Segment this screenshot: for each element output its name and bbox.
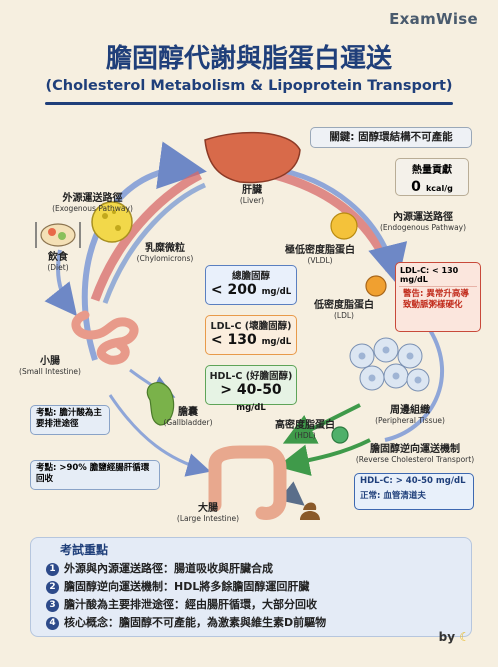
reverse-en: (Reverse Cholesterol Transport) [355, 454, 475, 464]
ldl-warning-text: 警告: 異常升高導致動脈粥樣硬化 [399, 286, 477, 313]
ldl-box-label: LDL-C (壞膽固醇) [210, 321, 292, 332]
ldl-warning-limit: LDL-C: < 130 mg/dL [400, 266, 459, 284]
summary-panel [30, 537, 472, 637]
endogenous-en: (Endogenous Pathway) [379, 222, 467, 232]
hdl-label: 高密度脂蛋白(HDL) [268, 420, 342, 440]
chylomicrons-label: 乳糜微粒(Chylomicrons) [130, 243, 200, 263]
point-number: 4 [46, 617, 59, 630]
chylomicrons-en: (Chylomicrons) [136, 253, 194, 263]
ldl-box: LDL-C (壞膽固醇) < 130 mg/dL [205, 315, 297, 355]
ldl-value: < 130 [210, 332, 257, 348]
large-intestine-zh: 大腸 [198, 503, 218, 514]
exogenous-en: (Exogenous Pathway) [52, 203, 133, 213]
large-intestine-shape [208, 445, 287, 520]
large-intestine-en: (Large Intestine) [176, 513, 240, 523]
summary-title: 考試重點 [60, 543, 109, 557]
summary-point: 4 核心概念：膽固醇不可產能，為激素與維生素D前驅物 [46, 614, 326, 630]
diet-zh: 飲食 [48, 252, 68, 263]
banana-icon: ☾ [459, 630, 470, 644]
ldl-particle [365, 275, 387, 297]
point-number: 2 [46, 581, 59, 594]
summary-point: 3 膽汁酸為主要排泄途徑：經由腸肝循環，大部分回收 [46, 596, 317, 612]
peripheral-en: (Peripheral Tissue) [375, 415, 445, 425]
ldl-label: 低密度脂蛋白(LDL) [304, 300, 384, 320]
exam-note-enterohepatic: 考點: >90% 膽鹽經腸肝循環回收 [30, 460, 160, 490]
hdl-en: (HDL) [294, 430, 316, 440]
reverse-label: 膽固醇逆向運送機制(Reverse Cholesterol Transport) [350, 444, 480, 464]
total-unit: mg/dL [261, 287, 292, 297]
title-underline [45, 102, 453, 105]
diet-plate [40, 223, 76, 247]
hdl-normal-limit: HDL-C: > 40-50 mg/dL [360, 476, 466, 486]
hdl-arrow-1 [282, 403, 361, 444]
feces-icon [300, 502, 320, 520]
exogenous-label: 外源運送路徑(Exogenous Pathway) [40, 193, 145, 213]
peripheral-zh: 周邊組織 [390, 405, 430, 416]
gallbladder-zh: 膽囊 [178, 407, 198, 418]
diet-en: (Diet) [47, 262, 69, 272]
ldl-unit: mg/dL [261, 337, 292, 347]
large-intestine-label: 大腸(Large Intestine) [172, 503, 244, 523]
summary-point: 2 膽固醇逆向運送機制：HDL將多餘膽固醇運回肝臟 [46, 578, 309, 594]
vldl-label: 極低密度脂蛋白(VLDL) [278, 245, 362, 265]
point-text: 膽汁酸為主要排泄途徑：經由腸肝循環，大部分回收 [64, 598, 317, 611]
small-intestine-label: 小腸(Small Intestine) [10, 356, 90, 376]
hdl-box: HDL-C (好膽固醇) > 40-50 mg/dL [205, 365, 297, 413]
ldl-zh: 低密度脂蛋白 [314, 300, 374, 311]
hdl-box-label: HDL-C (好膽固醇) [209, 371, 293, 382]
vldl-particle [330, 212, 358, 240]
vldl-en: (VLDL) [307, 255, 333, 265]
energy-value: 0 [411, 179, 421, 195]
point-number: 3 [46, 599, 59, 612]
total-value: < 200 [210, 282, 257, 298]
hdl-arrow-2 [277, 438, 371, 476]
exogenous-zh: 外源運送路徑 [62, 193, 123, 204]
brand-logo: ExamWise [389, 10, 478, 28]
gallbladder-shape [146, 382, 175, 426]
gallbladder-label: 膽囊(Gallbladder) [158, 407, 218, 427]
hdl-unit: mg/dL [236, 403, 266, 413]
hdl-particle [331, 426, 349, 444]
liver-en: (Liver) [239, 195, 265, 205]
ldl-en: (LDL) [334, 310, 354, 320]
exam-note-bile: 考點: 膽汁酸為主要排泄途徑 [30, 405, 110, 435]
point-text: 外源與內源運送路徑：腸道吸收與肝臟合成 [64, 562, 273, 575]
key-note: 關鍵: 固醇環結構不可產能 [310, 127, 472, 148]
small-intestine-shape [71, 310, 139, 365]
point-text: 核心概念：膽固醇不可產能，為激素與維生素D前驅物 [64, 616, 327, 629]
hdl-zh: 高密度脂蛋白 [275, 420, 335, 431]
page-title: 膽固醇代謝與脂蛋白運送 [105, 44, 392, 74]
reverse-zh: 膽固醇逆向運送機制 [370, 444, 460, 455]
hdl-value: > 40-50 [220, 382, 282, 398]
chylomicrons-zh: 乳糜微粒 [145, 243, 185, 254]
vldl-zh: 極低密度脂蛋白 [285, 245, 355, 256]
ldl-warning-box: LDL-C: < 130 mg/dL 警告: 異常升高導致動脈粥樣硬化 [395, 262, 481, 332]
exogenous-vessel [90, 170, 203, 302]
small-intestine-en: (Small Intestine) [19, 366, 81, 376]
endogenous-label: 內源運送路徑(Endogenous Pathway) [368, 212, 478, 232]
total-cholesterol-box: 總膽固醇 < 200 mg/dL [205, 265, 297, 305]
diet-label: 飲食(Diet) [35, 252, 81, 272]
point-number: 1 [46, 563, 59, 576]
hdl-normal-box: HDL-C: > 40-50 mg/dL 正常: 血管清道夫 [354, 473, 474, 510]
small-intestine-zh: 小腸 [40, 356, 60, 367]
liver-zh: 肝臟 [242, 185, 262, 196]
point-text: 膽固醇逆向運送機制：HDL將多餘膽固醇運回肝臟 [64, 580, 310, 593]
total-label: 總膽固醇 [231, 271, 270, 282]
summary-point: 1 外源與內源運送路徑：腸道吸收與肝臟合成 [46, 560, 273, 576]
energy-unit: kcal/g [425, 184, 453, 193]
gallbladder-en: (Gallbladder) [163, 417, 213, 427]
page-subtitle: (Cholesterol Metabolism & Lipoprotein Tr… [45, 78, 453, 94]
chylomicron-particle [91, 201, 133, 243]
liver-shape [204, 131, 301, 184]
peripheral-label: 周邊組織(Peripheral Tissue) [368, 405, 452, 425]
credit-text: by [438, 630, 456, 644]
credit: by ☾ [439, 630, 470, 644]
hdl-normal-meaning: 正常: 血管清道夫 [360, 491, 426, 502]
endogenous-zh: 內源運送路徑 [393, 212, 453, 223]
liver-label: 肝臟(Liver) [232, 185, 272, 205]
energy-box: 熱量貢獻 0 kcal/g [395, 158, 469, 196]
circulation-arc-right [384, 328, 444, 442]
energy-label: 熱量貢獻 [412, 165, 452, 176]
